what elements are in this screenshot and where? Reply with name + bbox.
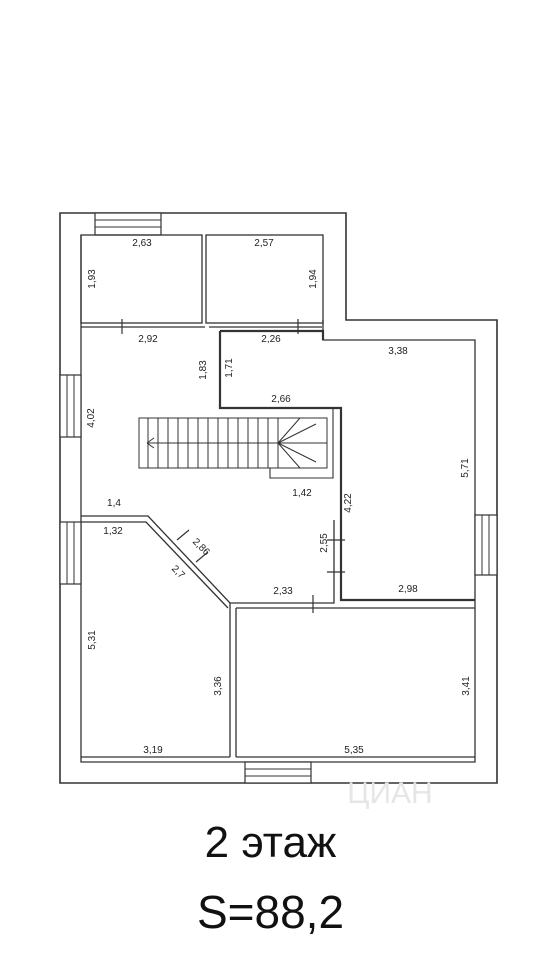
floor-plan: 2,63 2,57 1,93 1,94 2,92 2,26 3,38 1,83 … [59,212,498,810]
dim-label: 3,19 [143,745,163,756]
dim-label: 5,31 [87,630,98,650]
dim-label: 1,93 [87,269,98,289]
area-label: S=88,2 [196,886,345,938]
dim-label: 2,26 [261,334,281,345]
dim-label: 2,63 [132,238,152,249]
window-top [94,212,162,236]
dim-label: 1,4 [107,498,121,509]
dim-label: 4,02 [86,408,97,428]
dim-label: 1,94 [308,269,319,289]
dim-label: 1,32 [103,526,123,537]
window-left-lower [59,521,82,585]
door-markers [121,319,345,613]
dim-label: 2,57 [254,238,274,249]
window-left-upper [59,374,82,438]
dim-label: 4,22 [343,493,354,513]
dim-label: 2,92 [138,334,158,345]
staircase [138,417,328,469]
watermark: ЦИАН [347,777,432,810]
dim-label: 5,71 [460,458,471,478]
dim-label: 1,71 [224,358,235,378]
dim-label: 2,7 [169,563,187,581]
dim-label: 2,86 [190,536,212,558]
dim-label: 3,41 [461,676,472,696]
interior-walls [80,234,475,758]
floor-label: 2 этаж [204,818,337,867]
dim-label: 3,36 [213,676,224,696]
dim-label: 2,98 [398,584,418,595]
dim-label: 3,38 [388,346,408,357]
dim-label: 1,42 [292,488,312,499]
window-bottom [244,761,312,784]
dimension-labels: 2,63 2,57 1,93 1,94 2,92 2,26 3,38 1,83 … [86,238,472,756]
window-right [474,514,498,576]
inner-wall-outline [80,235,476,763]
dim-label: 2,33 [273,586,293,597]
dim-label: 2,55 [319,533,330,553]
dim-label: 2,66 [271,394,291,405]
dim-label: 5,35 [344,745,364,756]
outer-wall-outline [59,212,498,784]
dim-label: 1,83 [198,360,209,380]
